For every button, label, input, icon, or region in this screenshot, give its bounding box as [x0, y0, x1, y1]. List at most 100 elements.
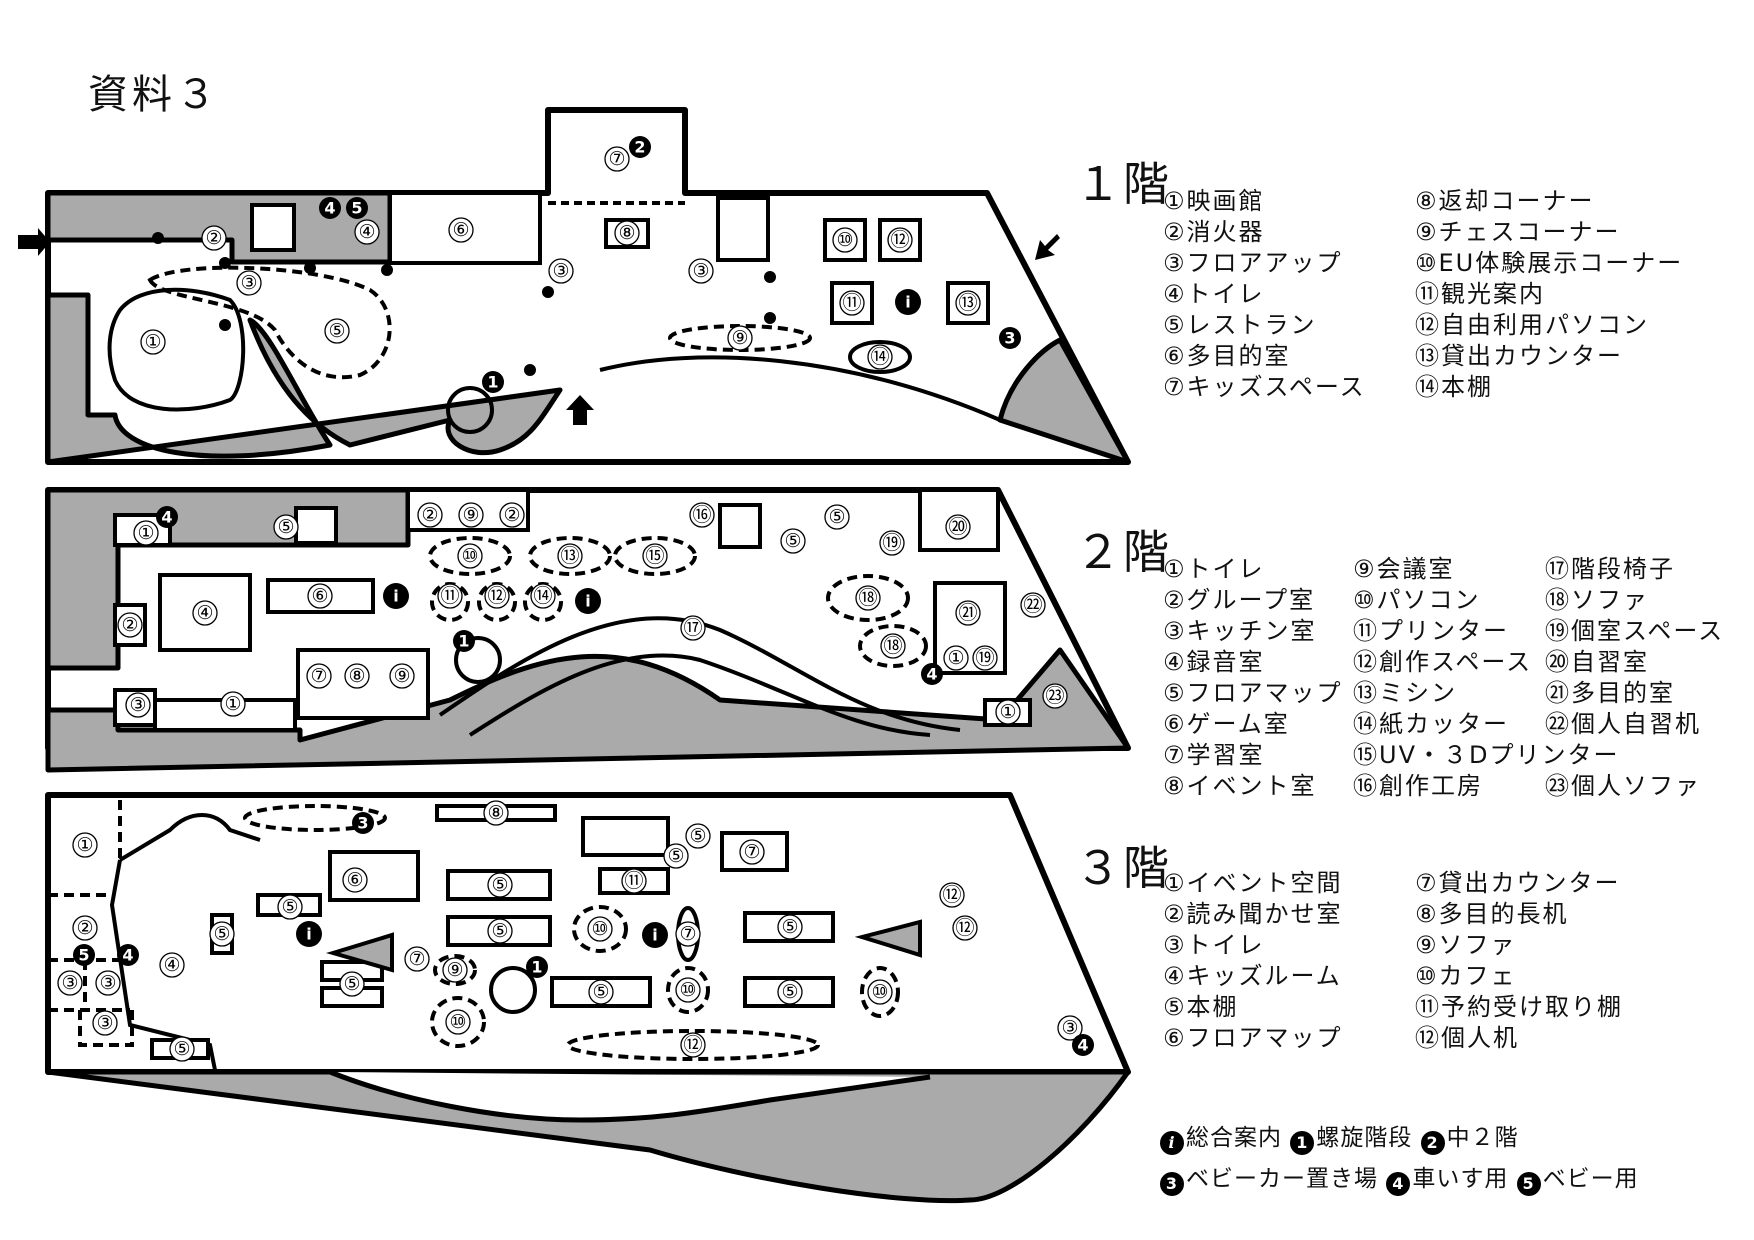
pillar — [304, 262, 316, 274]
map-label: ③ — [692, 260, 709, 282]
map-label: ⑨ — [393, 665, 410, 687]
spiral-stair-symbol: 1 — [487, 373, 498, 392]
legend-item: ⑩パソコン — [1353, 586, 1481, 614]
legend-item: ④録音室 — [1163, 648, 1265, 676]
map-label: ⑪ — [624, 870, 643, 892]
legend-item: ⑪プリンター — [1353, 617, 1509, 645]
legend-item — [1545, 740, 1724, 771]
symbol-label: ベビーカー置き場 — [1186, 1166, 1378, 1192]
floor-1-lower-gray — [45, 292, 563, 465]
pillar — [764, 271, 776, 283]
map-label: ⑲ — [975, 647, 994, 669]
stroller-symbol: 3 — [1004, 329, 1015, 348]
legend-item: ㉑多目的室 — [1545, 679, 1675, 707]
legend-item: ⑦学習室 — [1163, 741, 1265, 769]
legend-item: ⑫自由利用パソコン — [1415, 311, 1649, 339]
sofa-area-a — [826, 574, 910, 622]
legend-item: ⑥フロアマップ — [1163, 1024, 1343, 1052]
map-label: ⑤ — [491, 920, 508, 942]
info-icon: i — [393, 587, 398, 606]
wheelchair-symbol: 4 — [926, 665, 937, 684]
legend-item: ⑲個室スペース — [1545, 617, 1725, 645]
map-label: ⑱ — [858, 587, 877, 609]
map-label: ㉒ — [1023, 594, 1042, 616]
legend-item: ⑦貸出カウンター — [1415, 869, 1621, 897]
map-label: ⑧ — [487, 802, 504, 824]
legend-column: ⑰階段椅子 ⑱ソファ ⑲個室スペース ⑳自習室 ㉑多目的室 ㉒個人自習机 ㉓個人… — [1545, 554, 1724, 802]
triangle-display-b — [854, 919, 922, 958]
symbol-label: ベビー用 — [1542, 1166, 1639, 1192]
pillar — [542, 286, 554, 298]
legend-item: ⑫創作スペース — [1353, 648, 1533, 676]
legend-column: ⑦貸出カウンター ⑧多目的長机 ⑨ソファ ⑩カフェ ⑪予約受け取り棚 ⑫個人机 — [1415, 868, 1623, 1054]
map-label: ④ — [163, 954, 180, 976]
map-label: ② — [205, 227, 222, 249]
spiral-stair-symbol: 1 — [531, 958, 542, 977]
legend-item: ⑩EU体験展示コーナー — [1415, 249, 1684, 277]
map-label: ⑩ — [591, 918, 608, 940]
legend-item: ⑨チェスコーナー — [1415, 218, 1621, 246]
legend-item: ⑬ミシン — [1353, 679, 1457, 707]
map-label: ③ — [61, 972, 78, 994]
map-label: ⑱ — [883, 635, 902, 657]
symbol-label: 総合案内 — [1186, 1125, 1282, 1151]
legend-item: ⑯創作工房 — [1353, 772, 1483, 800]
map-label: ① — [224, 693, 241, 715]
map-label: ⑫ — [955, 917, 974, 939]
map-label: ③ — [1061, 1017, 1078, 1039]
map-label: ② — [503, 504, 520, 526]
wheelchair-symbol: 4 — [324, 199, 335, 218]
kids-room-wall-top — [118, 813, 261, 862]
stroller-area — [243, 804, 387, 832]
map-label: ⑦ — [408, 948, 425, 970]
info-icon: i — [1160, 1131, 1184, 1155]
legend-item: ㉒個人自習机 — [1545, 710, 1701, 738]
map-label: ② — [421, 504, 438, 526]
floor-2-bottom-gray — [45, 647, 1131, 773]
wheelchair-icon: 4 — [1386, 1172, 1411, 1196]
mezzanine-symbol: 2 — [634, 138, 645, 157]
map-label: ⑥ — [452, 219, 469, 241]
legend-item: ⑫個人机 — [1415, 1024, 1519, 1052]
map-label: ⑫ — [683, 1034, 702, 1056]
floor-3-heading: ３階 — [1075, 841, 1171, 895]
legend-item: ②読み聞かせ室 — [1163, 900, 1343, 928]
map-label: ⑤ — [281, 896, 298, 918]
map-label: ⑤ — [491, 874, 508, 896]
legend-item: ⑧イベント室 — [1163, 772, 1317, 800]
legend-column: ①トイレ ②グループ室 ③キッチン室 ④録音室 ⑤フロアマップ ⑥ゲーム室 ⑦学… — [1163, 554, 1343, 802]
map-label: ⑤ — [592, 981, 609, 1003]
legend-item: ②消火器 — [1163, 218, 1265, 246]
legend-column: ①映画館 ②消火器 ③フロアアップ ④トイレ ⑤レストラン ⑥多目的室 ⑦キッズ… — [1163, 186, 1366, 403]
map-label: ③ — [240, 272, 257, 294]
legend-item: ⑪観光案内 — [1415, 280, 1545, 308]
legend-item: ③トイレ — [1163, 931, 1265, 959]
stroller-symbol: 3 — [357, 814, 368, 833]
pillar — [764, 312, 776, 324]
legend-item: ㉓個人ソファ — [1545, 772, 1701, 800]
floor-3-lower-curve — [329, 1069, 931, 1123]
legend-item: ⑧返却コーナー — [1415, 187, 1595, 215]
map-label: ⑤ — [343, 973, 360, 995]
map-label: ⑫ — [942, 884, 961, 906]
legend-item: ③フロアアップ — [1163, 249, 1343, 277]
map-label: ⑨ — [446, 959, 463, 981]
map-label: ⑦ — [310, 665, 327, 687]
legend-item: ⑤本棚 — [1163, 993, 1239, 1021]
map-label: ⑩ — [461, 545, 478, 567]
symbol-label: 中２階 — [1446, 1125, 1519, 1151]
floor-3-bottom-gray — [45, 1069, 1131, 1204]
document-title: 資料３ — [88, 72, 220, 118]
baby-symbol: 5 — [78, 946, 89, 965]
legend-item: ⑱ソファ — [1545, 586, 1649, 614]
pillar — [524, 364, 536, 376]
stroller-icon: 3 — [1160, 1172, 1184, 1196]
info-icon: i — [905, 293, 910, 312]
legend-item: ⑤レストラン — [1163, 311, 1317, 339]
floor-2-heading: ２階 — [1075, 525, 1171, 579]
legend-item: ⑩カフェ — [1415, 962, 1517, 990]
floor-1-map-labels: ① ② ③ ③ ③ ④ ⑤ ⑥ ⑦ ⑧ ⑨ ⑩ ⑪ ⑫ ⑬ ⑭ 4 5 2 1 … — [140, 136, 1021, 393]
legend-item: ⑥ゲーム室 — [1163, 710, 1290, 738]
legend-item: ⑦キッズスペース — [1163, 373, 1366, 401]
